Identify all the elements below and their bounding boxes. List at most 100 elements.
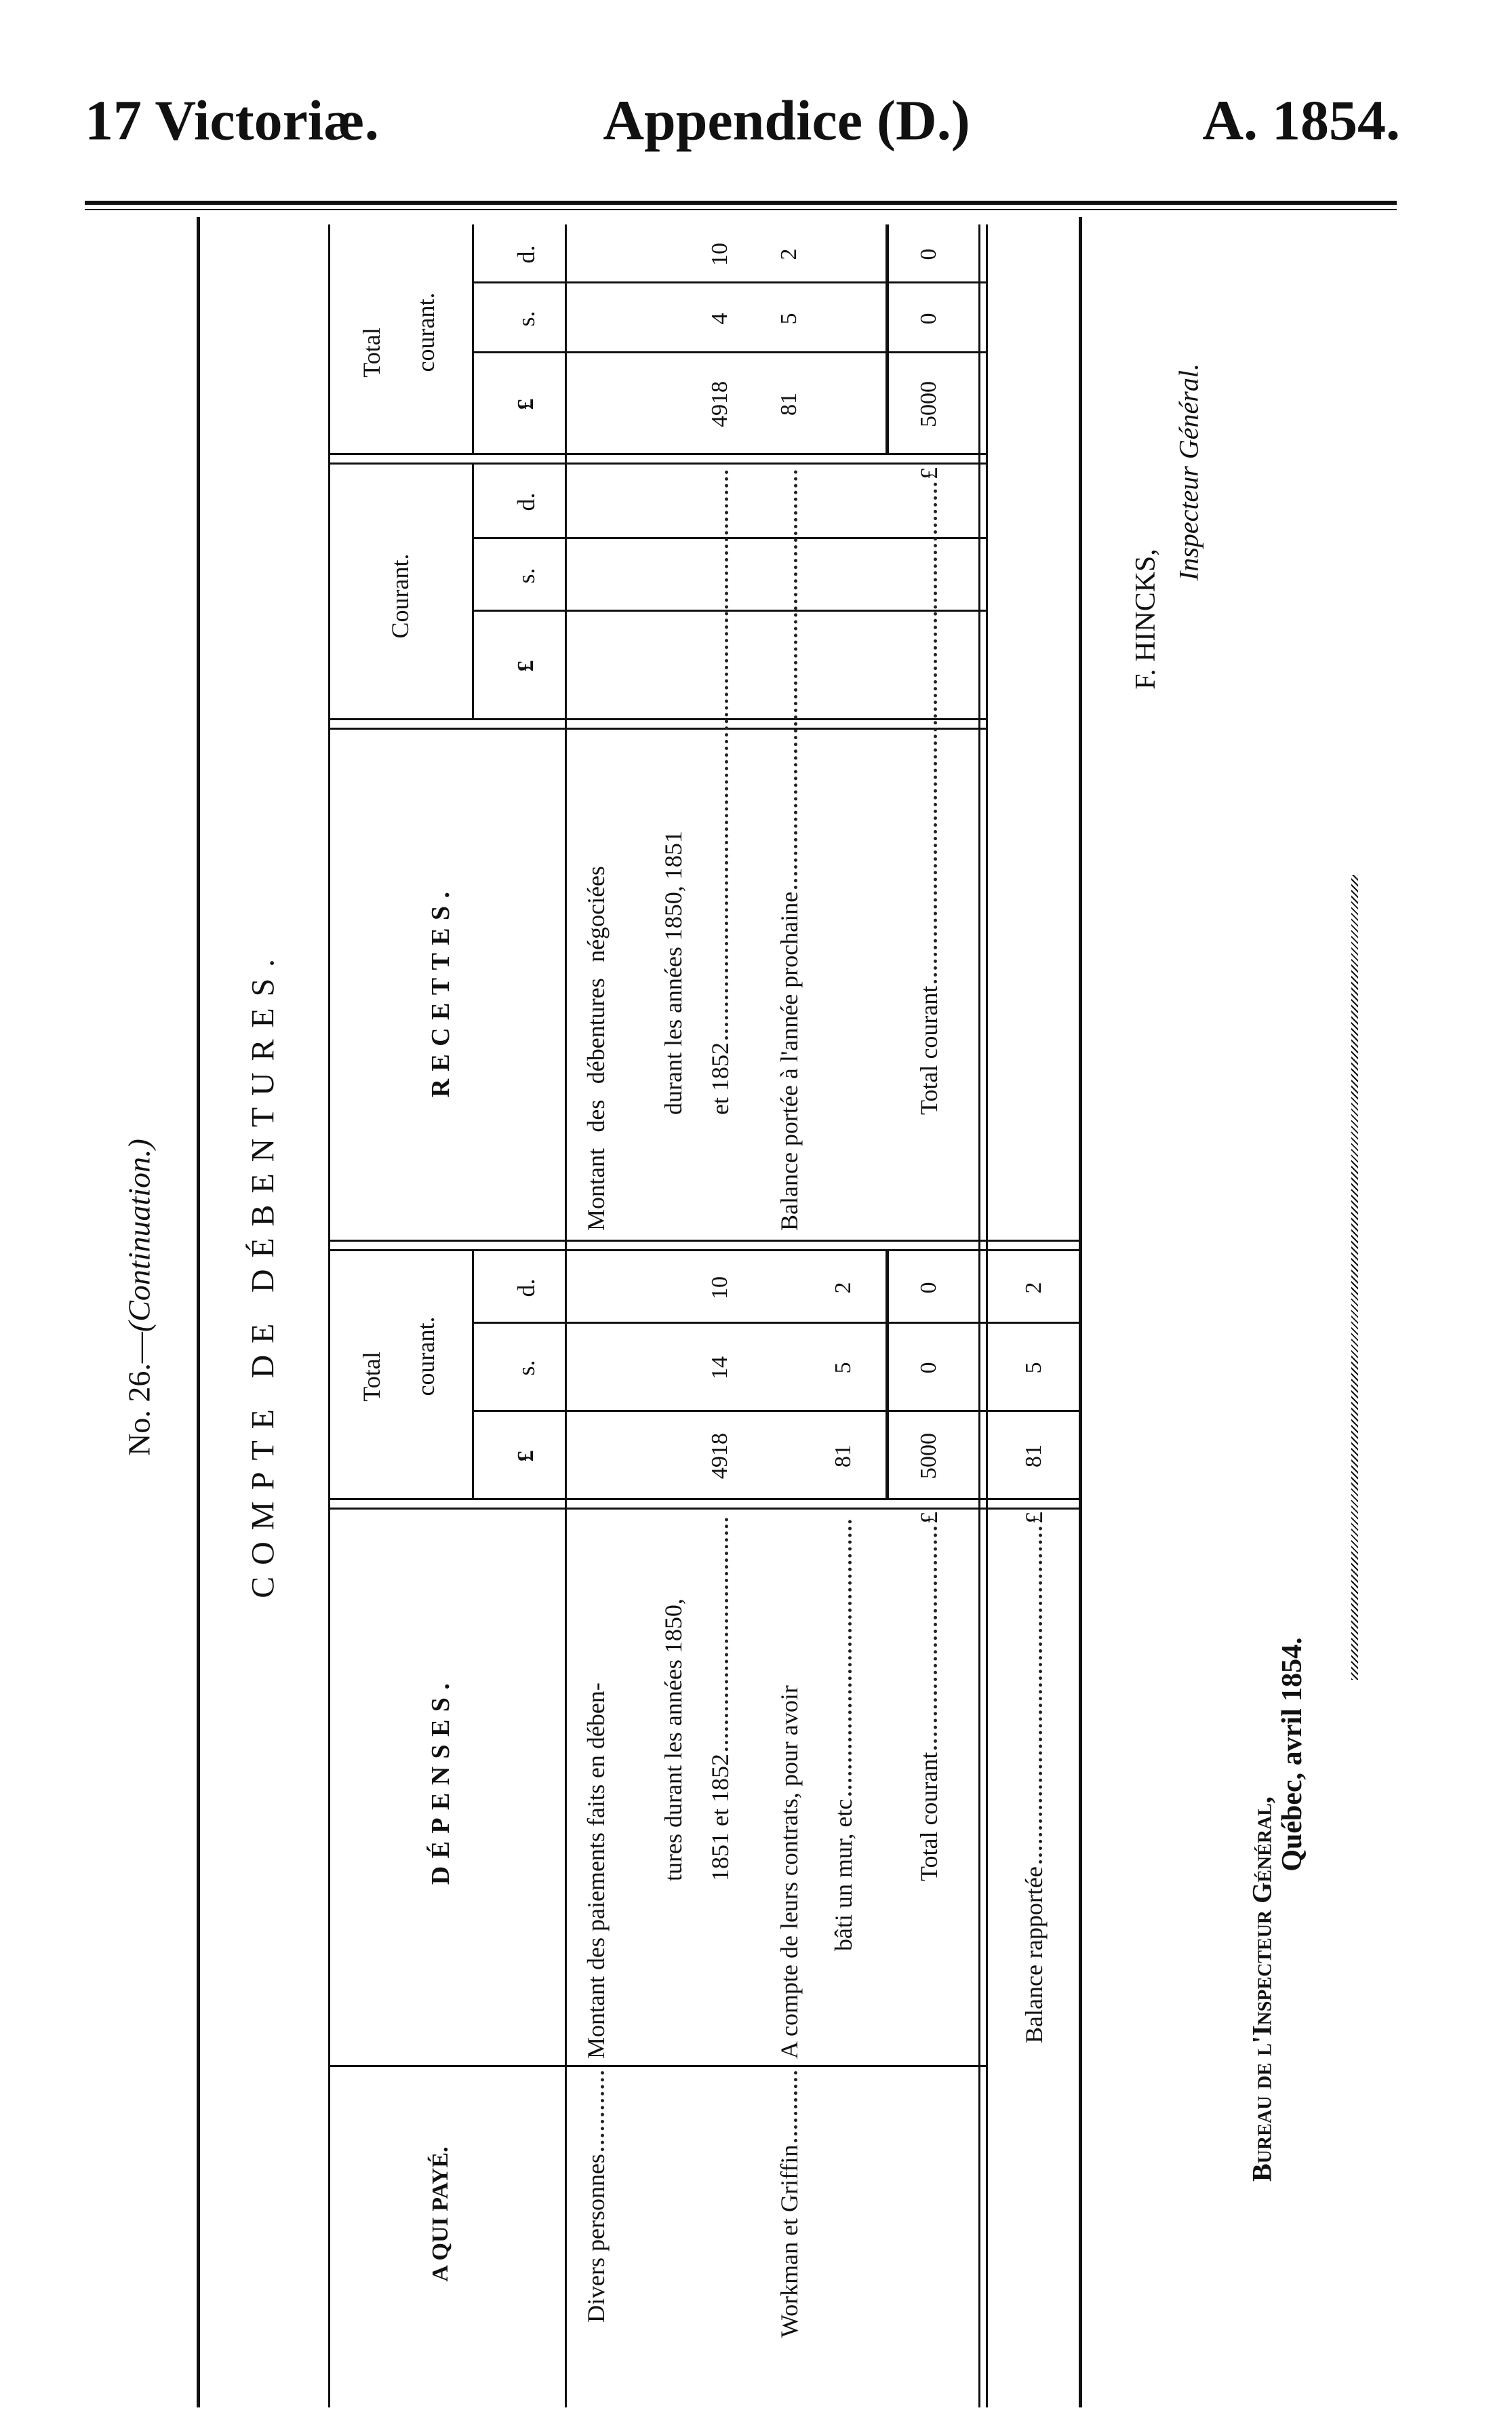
recette-line: durant les années 1850, 1851	[660, 831, 687, 1115]
dot-leader	[1039, 1527, 1042, 1864]
recette-line-leader: et 1852	[706, 467, 734, 1115]
total2-sum-rule	[886, 224, 889, 455]
total-pence: 0	[916, 1282, 941, 1294]
amount-shillings: 5	[831, 1362, 856, 1374]
continuation-text: (Continuation.)	[121, 1139, 157, 1333]
header-rule-thick	[85, 201, 1397, 205]
header-total: Total	[358, 1352, 385, 1402]
col-rule	[328, 718, 986, 720]
shilling-header: s.	[513, 1360, 540, 1376]
recette-line: Balance portée à l'année prochaine	[776, 891, 803, 1231]
payee-workman-griffin: Workman et Griffin	[775, 2068, 803, 2338]
col-rule	[472, 351, 986, 353]
amount-pence: 10	[707, 243, 732, 266]
depenses-total-label: Total courant £	[915, 1512, 943, 1881]
recette-line: et 1852	[707, 1042, 734, 1115]
year-label: A. 1854.	[1202, 89, 1400, 153]
col-rule	[472, 281, 986, 283]
total-text: Total courant	[915, 1752, 942, 1881]
amount-shillings: 4	[707, 313, 732, 325]
dot-leader	[725, 470, 728, 1040]
doc-number-text: No. 26.—	[121, 1332, 157, 1456]
col-rule	[328, 1240, 1079, 1242]
total2-header-rule	[472, 224, 474, 455]
dot-leader	[601, 2071, 604, 2152]
header-courant-2: Courant.	[386, 553, 414, 639]
total-header-rule	[472, 1251, 474, 1500]
depense-line: A compte de leurs contrats, pour avoir	[776, 1685, 803, 2059]
account-title: COMPTE DE DÉBENTURES.	[245, 947, 281, 1598]
recette-line-leader: Balance portée à l'année prochaine	[775, 467, 803, 1231]
depense-line: tures durant les années 1850,	[660, 1598, 687, 1881]
pound-header: £	[513, 398, 538, 410]
col-rule	[472, 1410, 1079, 1412]
courant-header-rule	[472, 465, 474, 720]
col-rule	[328, 453, 986, 455]
pound-sign: £	[915, 467, 942, 479]
pound-header: £	[513, 660, 538, 672]
amount-pounds: 81	[831, 1444, 856, 1468]
frame-top-rule	[197, 217, 200, 2407]
dot-leader	[934, 482, 937, 983]
header-payee: A QUI PAYÉ.	[428, 2146, 453, 2282]
pence-header: d.	[513, 492, 540, 511]
total-pounds: 5000	[916, 381, 941, 427]
col-rule	[472, 1322, 1079, 1324]
pence-header: d.	[513, 1278, 540, 1297]
shilling-header: s.	[513, 311, 540, 327]
balance-pounds: 81	[1021, 1444, 1046, 1468]
payee-text: Divers personnes	[582, 2154, 610, 2323]
recettes-total-label: Total courant£	[915, 467, 943, 1115]
session-label: 17 Victoriæ.	[85, 89, 379, 153]
recette-line: Montant des débentures négociées	[582, 865, 610, 1231]
balance-pence: 2	[1021, 1282, 1046, 1294]
col-rule	[328, 1498, 1079, 1500]
pence-header: d.	[513, 245, 540, 264]
header-bottom-rule	[565, 224, 567, 2407]
amount-pounds: 4918	[707, 1433, 732, 1479]
dot-leader	[794, 2071, 797, 2142]
amount-pounds: 4918	[707, 381, 732, 427]
rotated-account-sheet: No. 26.—(Continuation.) COMPTE DE DÉBENT…	[102, 210, 1424, 2414]
document-number: No. 26.—(Continuation.)	[121, 1139, 157, 1456]
total-shillings: 0	[916, 313, 941, 325]
depense-line-leader: 1851 et 1852	[706, 1515, 734, 1881]
dot-leader	[934, 1527, 937, 1750]
place-date: Québec, avril 1854.	[1277, 1637, 1308, 1872]
pound-sign: £	[915, 1512, 942, 1524]
payee-text: Workman et Griffin	[776, 2144, 803, 2338]
col-rule	[328, 2065, 986, 2067]
office-name: Bureau de l'Inspecteur Général,	[1246, 1796, 1277, 2182]
total-shillings: 0	[916, 1362, 941, 1374]
table-bottom-rule-2	[986, 224, 988, 2407]
signature-name: F. HINCKS,	[1130, 549, 1161, 690]
pound-header: £	[513, 1450, 538, 1462]
amount-pence: 2	[831, 1282, 856, 1294]
frame-bottom-rule	[1079, 217, 1082, 2407]
header-courant: courant.	[412, 1316, 439, 1396]
balance-rapportee-label: Balance rapportée £	[1020, 1512, 1048, 2043]
amount-pence: 10	[707, 1276, 732, 1299]
dot-leader	[794, 470, 797, 889]
amount-pence: 2	[776, 248, 801, 260]
amount-shillings: 14	[707, 1356, 732, 1379]
total-pounds: 5000	[916, 1433, 941, 1479]
total-pence: 0	[916, 248, 941, 260]
amount-shillings: 5	[776, 313, 801, 325]
depense-line: 1851 et 1852	[707, 1754, 734, 1881]
col-rule	[328, 462, 986, 465]
dot-leader	[725, 1518, 728, 1752]
payee-divers-personnes: Divers personnes	[582, 2068, 610, 2323]
header-rule-thin	[85, 209, 1397, 210]
dot-leader	[848, 1520, 852, 1796]
header-recettes: RECETTES.	[426, 884, 455, 1098]
header-courant-3: courant.	[412, 292, 439, 372]
table-bottom-rule	[978, 224, 980, 2407]
balance-text: Balance rapportée	[1020, 1866, 1048, 2043]
col-rule	[328, 728, 986, 730]
header-total-2: Total	[358, 328, 385, 378]
col-rule	[328, 1249, 1079, 1251]
pound-sign: £	[1020, 1512, 1048, 1524]
header-depenses: DÉPENSES.	[426, 1675, 455, 1885]
amount-pounds: 81	[776, 393, 801, 416]
